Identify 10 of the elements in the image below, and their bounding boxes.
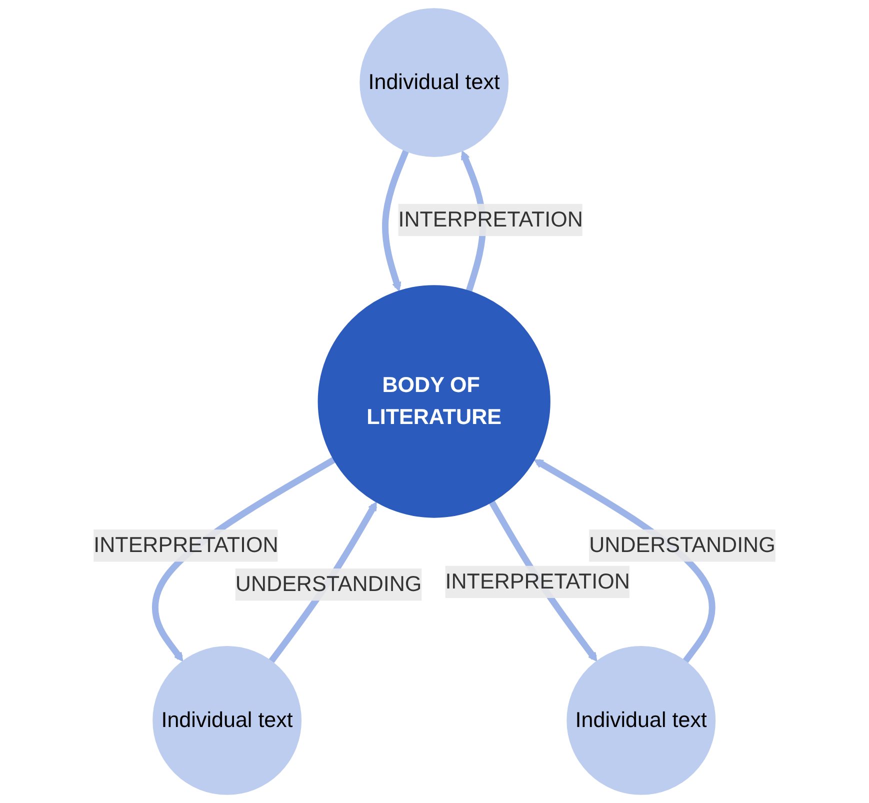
edge-label: INTERPRETATION [398,208,583,232]
arrow [382,150,409,292]
edge-label: INTERPRETATION [94,534,278,558]
node-circle: BODY OF LITERATURE [318,285,550,518]
edge-label: UNDERSTANDING [589,534,776,558]
node-circle: Individual text [152,646,302,795]
edge-label: INTERPRETATION [445,570,630,594]
node-circle: Individual text [566,646,716,795]
node-circle: Individual text [360,8,509,158]
edge-label: UNDERSTANDING [235,572,422,596]
